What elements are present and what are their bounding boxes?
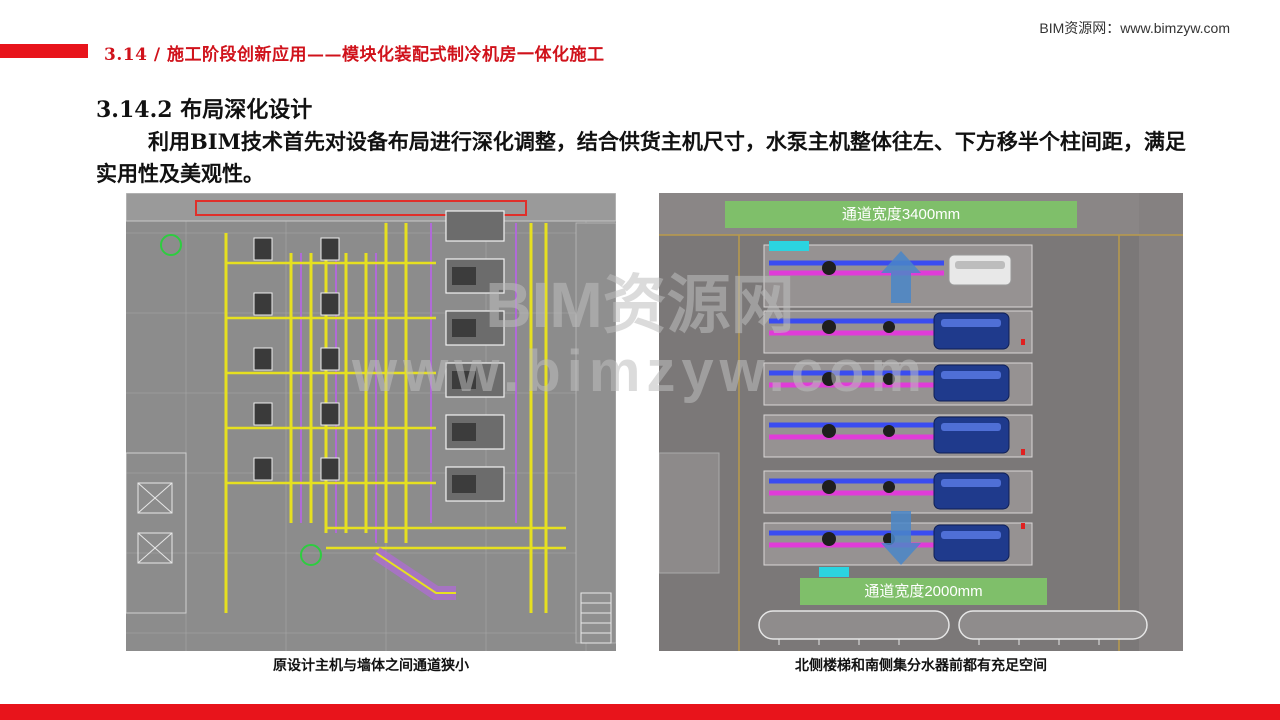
header-accent-bar bbox=[0, 44, 88, 58]
section-title: 3.14.2 布局深化设计 bbox=[96, 97, 313, 123]
site-link[interactable]: BIM资源网：www.bimzyw.com bbox=[1039, 20, 1230, 36]
footer-accent-bar bbox=[0, 704, 1280, 720]
optimized-layout-model: 通道宽度3400mm 通道宽度2000mm bbox=[659, 193, 1183, 651]
bim-model-optimized bbox=[659, 193, 1183, 651]
section-body: 利用BIM技术首先对设备布局进行深化调整，结合供货主机尺寸，水泵主机整体往左、下… bbox=[96, 129, 1186, 186]
channel-width-bottom-label: 通道宽度2000mm bbox=[800, 578, 1047, 605]
left-figure-caption: 原设计主机与墙体之间通道狭小 bbox=[273, 658, 469, 674]
header-title: 3.14 / 施工阶段创新应用——模块化装配式制冷机房一体化施工 bbox=[104, 45, 605, 65]
channel-width-top-label: 通道宽度3400mm bbox=[725, 201, 1077, 228]
right-figure-caption: 北侧楼梯和南侧集分水器前都有充足空间 bbox=[795, 658, 1047, 674]
original-design-drawing bbox=[126, 193, 616, 651]
cad-plan-original bbox=[126, 193, 616, 651]
